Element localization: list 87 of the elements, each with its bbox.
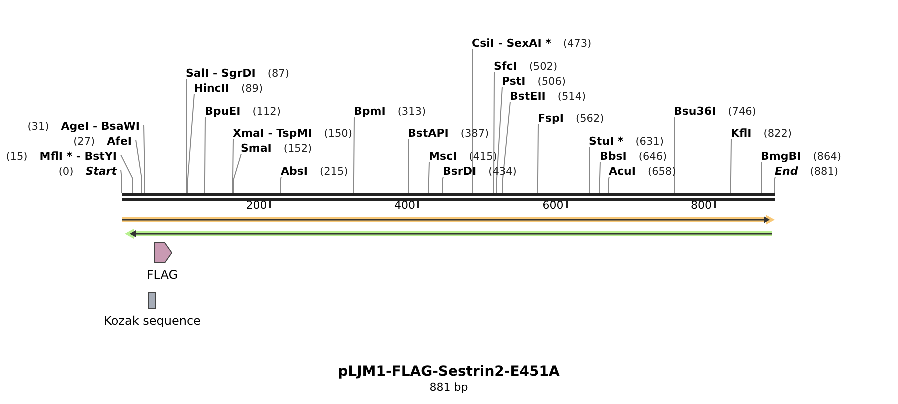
- site-position: (881): [810, 166, 838, 178]
- leader-line: [120, 170, 122, 194]
- site-position: (215): [320, 166, 348, 178]
- enzyme-name: Bsu36I: [674, 105, 716, 118]
- leader-line: [494, 72, 495, 194]
- enzyme-name: AgeI - BsaWI: [61, 120, 140, 133]
- leader-line: [204, 116, 206, 194]
- enzyme-name: MflI * - BstYI: [40, 150, 117, 163]
- enzyme-name: MscI: [429, 150, 458, 163]
- leader-line: [408, 138, 410, 194]
- site-position: (27): [74, 136, 96, 148]
- leader-line: [144, 124, 146, 194]
- site-position: (646): [638, 151, 668, 163]
- leader-line: [280, 176, 282, 194]
- site-position: (864): [813, 151, 842, 163]
- feature-label: FLAG: [146, 268, 178, 282]
- site-position: (152): [284, 143, 312, 155]
- enzyme-name: SfcI: [494, 60, 518, 73]
- leader-line: [589, 146, 590, 194]
- site-position: (658): [648, 166, 676, 178]
- site-position: (89): [242, 83, 264, 95]
- site-position: (631): [636, 136, 664, 148]
- site-position: (387): [460, 128, 490, 140]
- site-position: (562): [576, 113, 604, 125]
- enzyme-name: HincII: [194, 82, 230, 95]
- leader-line: [496, 86, 503, 194]
- enzyme-name: KflI: [731, 127, 752, 140]
- enzyme-name: BstAPI: [408, 127, 449, 140]
- leader-line: [730, 138, 732, 194]
- enzyme-name: AcuI: [609, 165, 636, 178]
- enzyme-name: XmaI - TspMI: [233, 127, 312, 140]
- site-position: (0): [58, 166, 74, 178]
- enzyme-name: SalI - SgrDI: [186, 67, 256, 80]
- site-position: (502): [529, 61, 558, 73]
- leader-line: [608, 176, 610, 194]
- site-position: (746): [728, 106, 756, 118]
- enzyme-name: FspI: [538, 112, 564, 125]
- site-position: (506): [538, 76, 566, 88]
- enzyme-name: BpuEI: [205, 105, 241, 118]
- site-position: (434): [488, 166, 517, 178]
- enzyme-name: BstEII: [510, 90, 546, 103]
- site-position: (150): [324, 128, 352, 140]
- leader-line: [442, 176, 444, 194]
- enzyme-name: StuI *: [589, 135, 624, 148]
- leader-line: [428, 162, 430, 194]
- tick-label: 800: [690, 199, 712, 212]
- site-position: (15): [6, 151, 28, 163]
- enzyme-name: BpmI: [354, 105, 386, 118]
- leader-line: [774, 176, 776, 194]
- enzyme-name: BsrDI: [443, 165, 477, 178]
- enzyme-name: BmgBI: [761, 150, 802, 163]
- site-position: (473): [563, 38, 592, 50]
- leader-line: [600, 162, 601, 194]
- tick-label: 200: [246, 199, 268, 212]
- sequence-end-label: Start: [86, 165, 117, 178]
- sequence-length: 881 bp: [428, 381, 470, 394]
- site-position: (514): [558, 91, 586, 103]
- leader-line: [232, 138, 234, 194]
- leader-line: [674, 116, 676, 194]
- enzyme-name: CsiI - SexAI *: [472, 37, 552, 50]
- leader-line: [120, 154, 134, 194]
- site-position: (415): [469, 151, 498, 163]
- sequence-end-label: End: [775, 165, 798, 178]
- enzyme-name: PstI: [502, 75, 526, 88]
- leader-line: [186, 78, 187, 194]
- leader-line: [761, 162, 762, 194]
- leader-line: [234, 154, 242, 194]
- enzyme-name: AbsI: [281, 165, 308, 178]
- diagram-title: pLJM1-FLAG-Sestrin2-E451A: [337, 364, 561, 380]
- site-position: (112): [252, 106, 281, 118]
- dna-backbone: [122, 193, 775, 201]
- tick-label: 400: [394, 199, 416, 212]
- leader-line: [538, 124, 539, 194]
- tick-label: 600: [542, 199, 564, 212]
- site-position: (822): [764, 128, 792, 140]
- leader-line: [354, 116, 355, 194]
- leader-line: [502, 102, 511, 194]
- enzyme-name: BbsI: [600, 150, 627, 163]
- site-position: (313): [398, 106, 426, 118]
- leader-line: [472, 48, 474, 194]
- leader-line: [136, 140, 142, 194]
- site-position: (87): [268, 68, 290, 80]
- feature-label: Kozak sequence: [104, 314, 201, 328]
- leader-line: [188, 94, 195, 194]
- enzyme-name: SmaI: [241, 142, 272, 155]
- site-position: (31): [28, 121, 50, 133]
- enzyme-name: AfeI: [107, 135, 132, 148]
